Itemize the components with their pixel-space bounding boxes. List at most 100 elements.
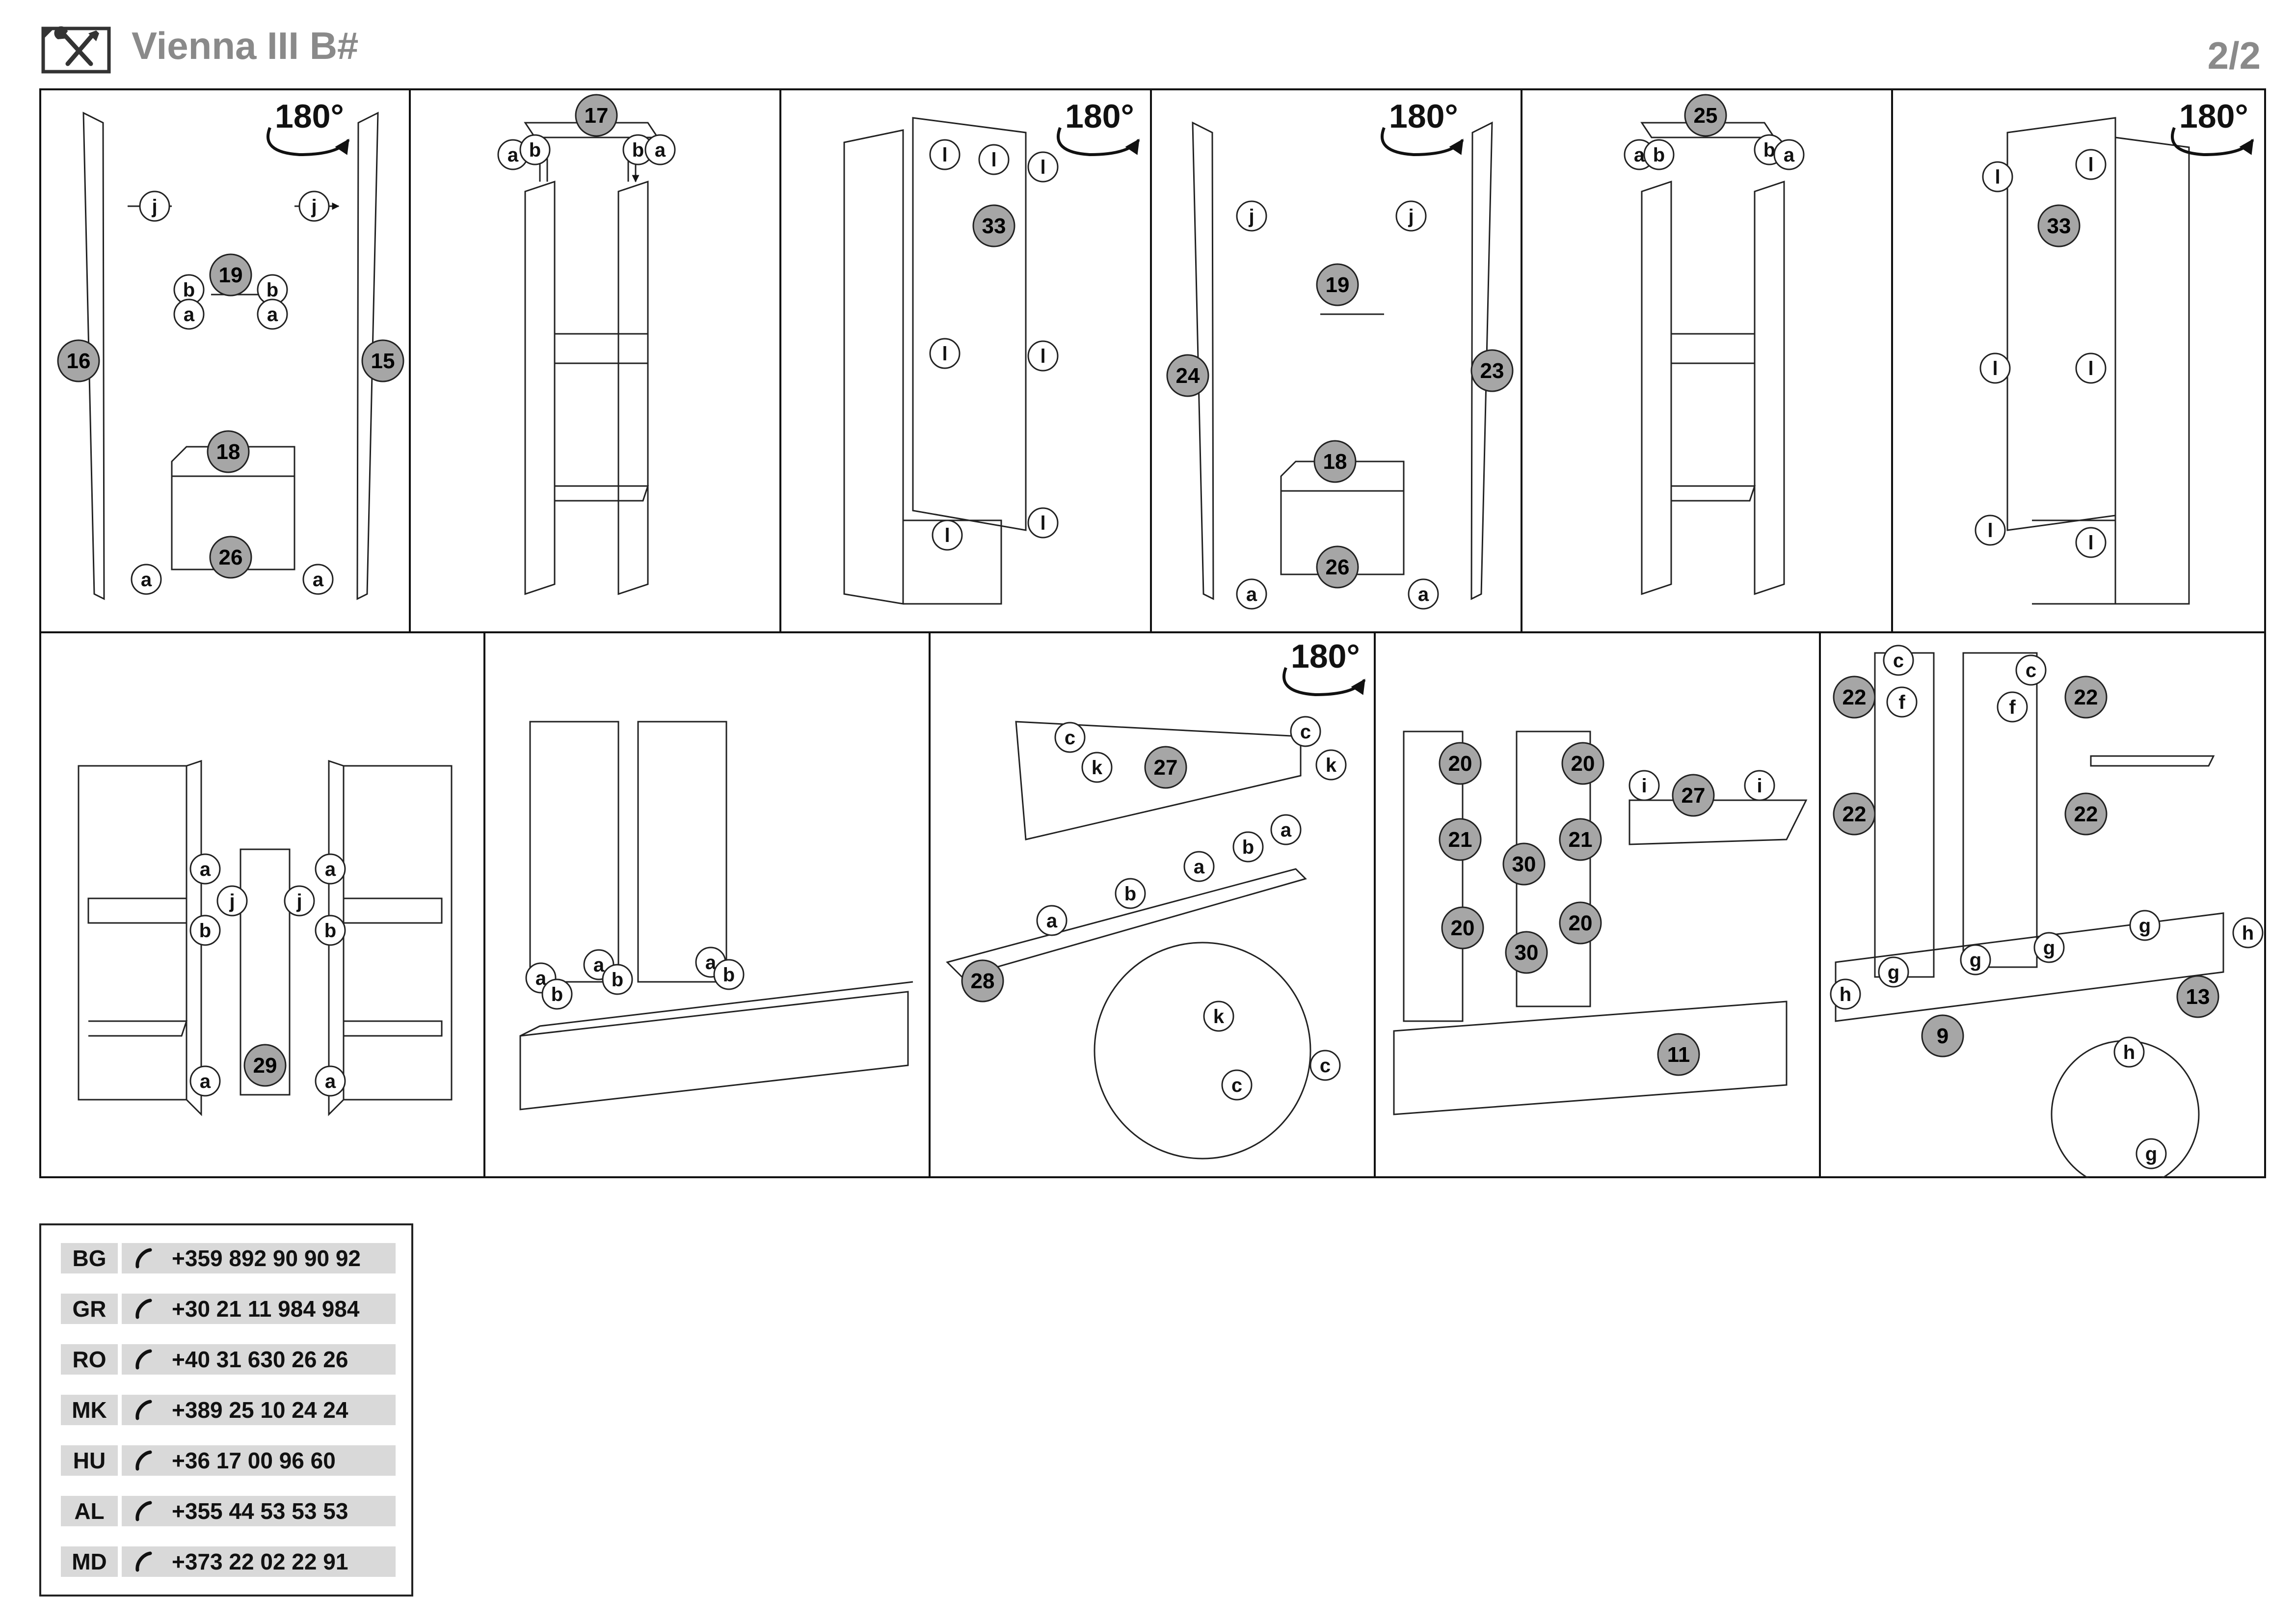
hardware-marker-a: a	[173, 298, 205, 330]
svg-text:27: 27	[1154, 756, 1178, 780]
svg-text:c: c	[1231, 1075, 1242, 1096]
svg-text:b: b	[551, 984, 563, 1005]
hardware-markers: j j b a b a a a a b b a l l l l l l l j …	[131, 134, 2264, 1169]
svg-text:c: c	[1320, 1055, 1331, 1077]
svg-text:20: 20	[1571, 752, 1595, 776]
hardware-marker-i: i	[1744, 770, 1775, 801]
hardware-marker-b: b	[541, 978, 573, 1010]
svg-text:a: a	[141, 569, 152, 591]
hardware-marker-a: a	[644, 134, 676, 165]
country-code: MK	[61, 1395, 118, 1425]
hardware-marker-g: g	[1878, 956, 1909, 988]
hardware-marker-h: h	[2113, 1036, 2145, 1068]
tools-icon	[41, 26, 111, 74]
svg-text:18: 18	[216, 440, 240, 464]
part-badge-27: 27	[1672, 774, 1715, 817]
hardware-marker-k: k	[1315, 749, 1347, 781]
assembly-steps: 180° 180° 180° 180° 180° 16 15 19 18 26 …	[39, 88, 2266, 1178]
contact-row: RO +40 31 630 26 26	[61, 1344, 396, 1375]
svg-text:23: 23	[1480, 359, 1504, 383]
part-badge-19: 19	[209, 253, 252, 297]
svg-text:33: 33	[2047, 214, 2071, 238]
svg-text:g: g	[2043, 937, 2055, 959]
svg-text:b: b	[267, 279, 278, 301]
svg-text:l: l	[2088, 358, 2093, 379]
svg-text:22: 22	[1842, 802, 1867, 826]
phone-icon	[135, 1299, 152, 1319]
svg-text:l: l	[2088, 532, 2093, 554]
svg-text:17: 17	[585, 104, 609, 128]
page-number: 2/2	[2207, 34, 2261, 77]
svg-text:a: a	[1784, 144, 1795, 166]
svg-text:g: g	[2145, 1143, 2157, 1165]
svg-text:j: j	[1248, 206, 1254, 227]
svg-text:a: a	[200, 859, 211, 880]
part-badge-15: 15	[361, 339, 404, 382]
svg-text:b: b	[1242, 837, 1254, 858]
svg-text:b: b	[612, 969, 623, 991]
contact-row: MK +389 25 10 24 24	[61, 1395, 396, 1425]
phone-number: +373 22 02 22 91	[122, 1546, 396, 1577]
svg-text:b: b	[632, 139, 644, 161]
country-code: GR	[61, 1294, 118, 1324]
phone-number: +36 17 00 96 60	[122, 1445, 396, 1476]
part-badge-21: 21	[1439, 818, 1482, 861]
svg-text:b: b	[324, 920, 336, 942]
hardware-marker-c: c	[1290, 716, 1321, 747]
hardware-marker-l: l	[2075, 352, 2107, 384]
hardware-marker-l: l	[1027, 151, 1059, 183]
part-badge-33: 33	[2037, 204, 2081, 247]
hardware-marker-l: l	[1982, 161, 2013, 192]
svg-text:l: l	[942, 343, 947, 365]
svg-text:l: l	[2088, 154, 2093, 176]
svg-text:a: a	[1418, 584, 1429, 605]
hardware-marker-c: c	[2015, 654, 2047, 686]
hardware-marker-h: h	[1830, 978, 1861, 1010]
part-badge-22: 22	[2064, 792, 2108, 836]
hardware-marker-j: j	[1395, 200, 1427, 232]
hardware-marker-a: a	[189, 1065, 221, 1097]
hardware-marker-a: a	[1236, 578, 1267, 610]
svg-text:a: a	[1046, 910, 1058, 932]
svg-text:l: l	[1040, 157, 1045, 178]
hardware-marker-l: l	[1027, 507, 1059, 539]
svg-text:15: 15	[371, 349, 395, 373]
svg-text:a: a	[184, 304, 195, 325]
hardware-marker-b: b	[173, 274, 205, 305]
hardware-marker-j: j	[139, 190, 170, 222]
svg-text:k: k	[1326, 755, 1337, 776]
hardware-marker-c: c	[1054, 722, 1086, 753]
svg-text:22: 22	[2074, 685, 2098, 709]
svg-text:l: l	[1040, 346, 1045, 367]
svg-text:30: 30	[1515, 941, 1539, 965]
svg-text:33: 33	[982, 214, 1006, 238]
hardware-marker-l: l	[978, 144, 1010, 175]
phone-number: +355 44 53 53 53	[122, 1496, 396, 1526]
step-6-panel	[2006, 117, 2190, 605]
part-badge-33: 33	[972, 204, 1015, 247]
svg-text:22: 22	[2074, 802, 2098, 826]
hardware-marker-b: b	[1115, 878, 1146, 909]
hardware-marker-f: f	[1997, 691, 2028, 723]
contact-row: BG +359 892 90 90 92	[61, 1243, 396, 1273]
svg-text:k: k	[1213, 1006, 1225, 1028]
part-badge-20: 20	[1441, 906, 1484, 949]
svg-text:16: 16	[67, 349, 91, 373]
svg-text:l: l	[1992, 358, 1998, 379]
svg-text:i: i	[1641, 775, 1647, 797]
rotate-label-step-1: 180°	[275, 98, 344, 135]
hardware-marker-j: j	[1236, 200, 1267, 232]
svg-text:13: 13	[2186, 985, 2210, 1009]
rotate-arrow-icon	[267, 127, 350, 157]
svg-text:a: a	[1634, 144, 1645, 166]
svg-text:g: g	[2139, 915, 2151, 937]
svg-text:a: a	[325, 1071, 336, 1092]
svg-text:l: l	[1987, 520, 1993, 541]
part-badge-21: 21	[1559, 818, 1602, 861]
contact-row: MD +373 22 02 22 91	[61, 1546, 396, 1577]
phone-number: +359 892 90 90 92	[122, 1243, 396, 1273]
rotate-arrow-icon	[1282, 667, 1366, 697]
step-4-panel	[1192, 121, 1493, 600]
step-9-panel	[946, 721, 1311, 1160]
svg-text:20: 20	[1451, 916, 1475, 940]
